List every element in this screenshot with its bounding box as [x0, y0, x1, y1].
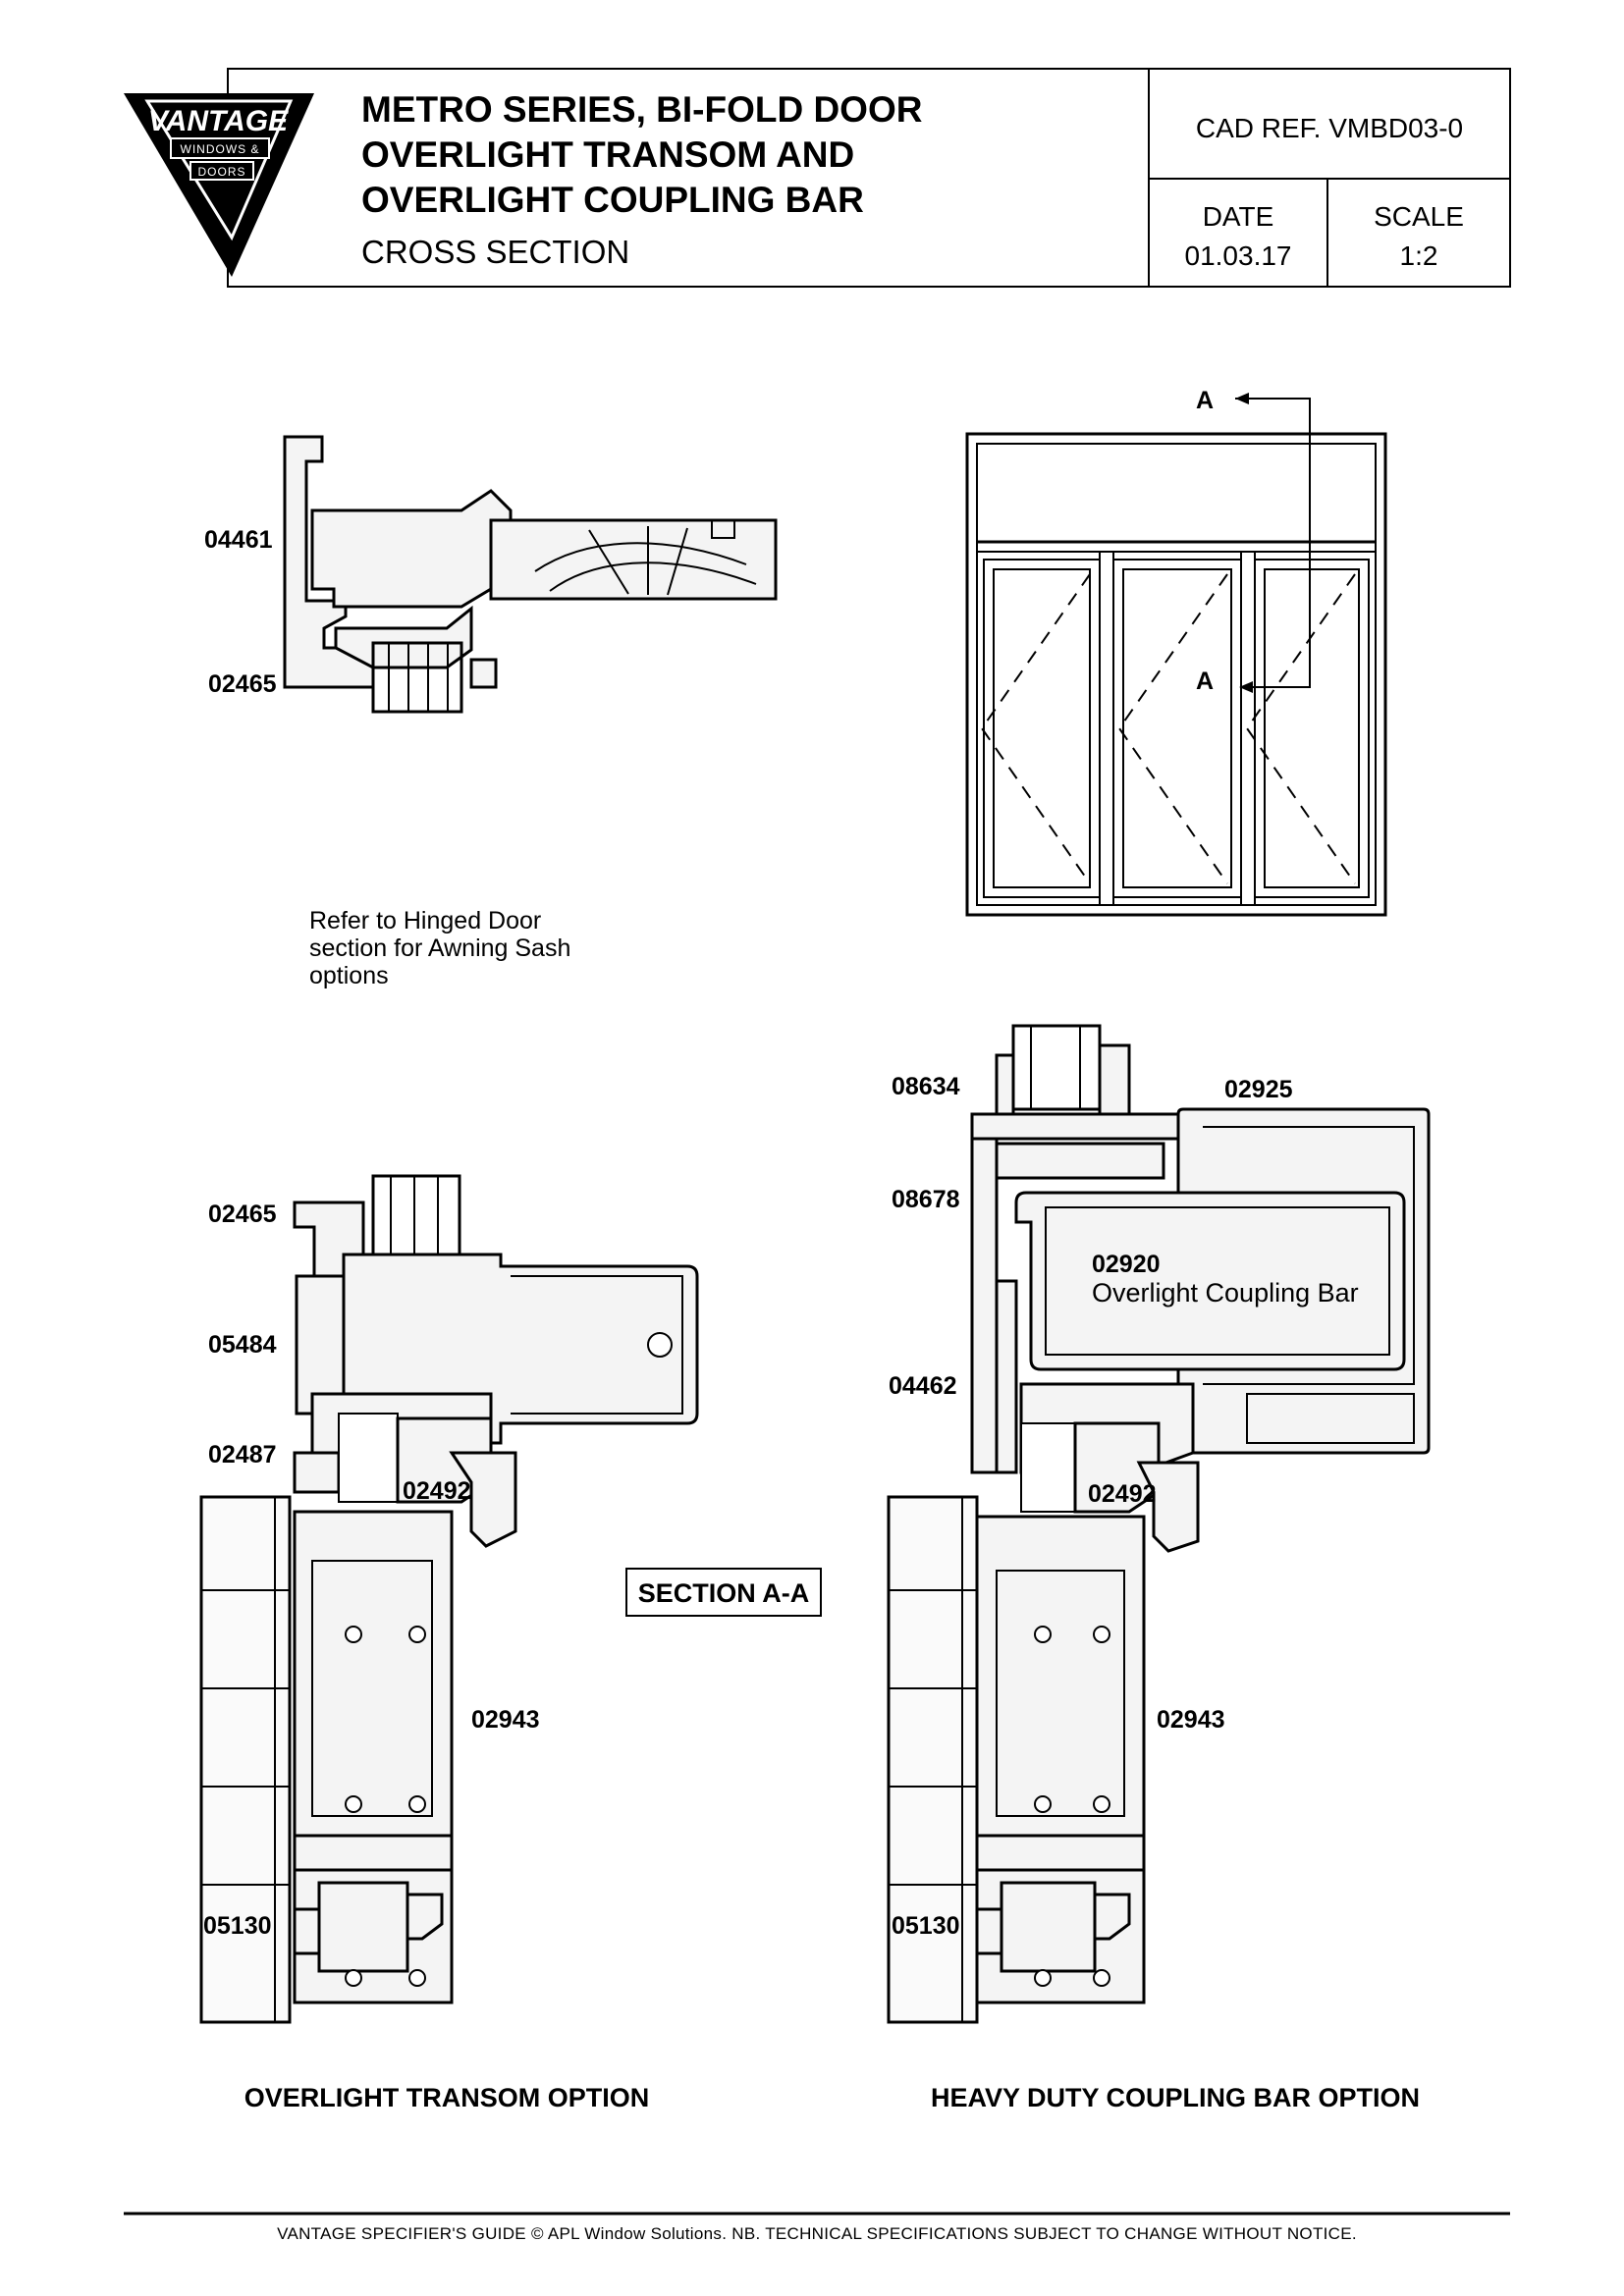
caption-overlight-transom: OVERLIGHT TRANSOM OPTION [244, 2083, 650, 2112]
logo-brand: VANTAGE [148, 105, 289, 137]
label-02920: 02920 [1092, 1251, 1161, 1278]
label-02492-right: 02492 [1088, 1480, 1157, 1508]
scale-label: SCALE [1374, 201, 1464, 232]
label-overlight-coupling-bar: Overlight Coupling Bar [1092, 1278, 1359, 1308]
vantage-logo: VANTAGE WINDOWS & DOORS [124, 93, 314, 277]
logo-line-2: DOORS [197, 165, 245, 179]
label-02943-right: 02943 [1157, 1706, 1225, 1734]
label-02465-top: 02465 [208, 670, 277, 698]
label-05484: 05484 [208, 1331, 277, 1359]
title-line-1: METRO SERIES, BI-FOLD DOOR [361, 89, 922, 130]
label-05130-right: 05130 [892, 1912, 960, 1940]
section-label: SECTION A-A [638, 1578, 810, 1608]
caption-coupling-bar: HEAVY DUTY COUPLING BAR OPTION [931, 2083, 1420, 2112]
title-line-3: OVERLIGHT COUPLING BAR [361, 180, 864, 220]
cad-ref: CAD REF. VMBD03-0 [1196, 113, 1463, 143]
date-label: DATE [1203, 201, 1274, 232]
label-02943-left: 02943 [471, 1706, 540, 1734]
elevation-view: A A [965, 387, 1387, 917]
label-04461: 04461 [204, 526, 273, 554]
label-02487: 02487 [208, 1441, 277, 1468]
note-line-2: section for Awning Sash [309, 934, 570, 962]
left-section: 02465 05484 02487 02492 02943 05130 OVER… [199, 1174, 699, 2112]
label-02465: 02465 [208, 1201, 277, 1228]
logo-line-1: WINDOWS & [181, 142, 260, 156]
footer-text: VANTAGE SPECIFIER'S GUIDE © APL Window S… [277, 2224, 1357, 2243]
title-block: VANTAGE WINDOWS & DOORS METRO SERIES, BI… [124, 68, 1511, 288]
top-detail: 04461 02465 Refer to Hinged Door section… [204, 435, 778, 989]
footer: VANTAGE SPECIFIER'S GUIDE © APL Window S… [124, 2212, 1510, 2243]
label-05130-left: 05130 [203, 1912, 272, 1940]
section-marker-bottom: A [1196, 667, 1214, 695]
note-line-1: Refer to Hinged Door [309, 907, 541, 934]
scale-value: 1:2 [1400, 240, 1438, 271]
section-marker-top: A [1196, 387, 1214, 414]
title-line-2: OVERLIGHT TRANSOM AND [361, 134, 854, 175]
label-08634: 08634 [892, 1073, 960, 1100]
right-section: 08634 02925 08678 02920 Overlight Coupli… [887, 1024, 1431, 2112]
title-subtitle: CROSS SECTION [361, 234, 629, 270]
label-08678: 08678 [892, 1186, 960, 1213]
section-label-box: SECTION A-A [625, 1568, 822, 1617]
label-02925: 02925 [1224, 1076, 1293, 1103]
label-02492-left: 02492 [403, 1477, 471, 1505]
date-value: 01.03.17 [1185, 240, 1292, 271]
label-04462: 04462 [889, 1372, 957, 1400]
note-line-3: options [309, 962, 389, 989]
